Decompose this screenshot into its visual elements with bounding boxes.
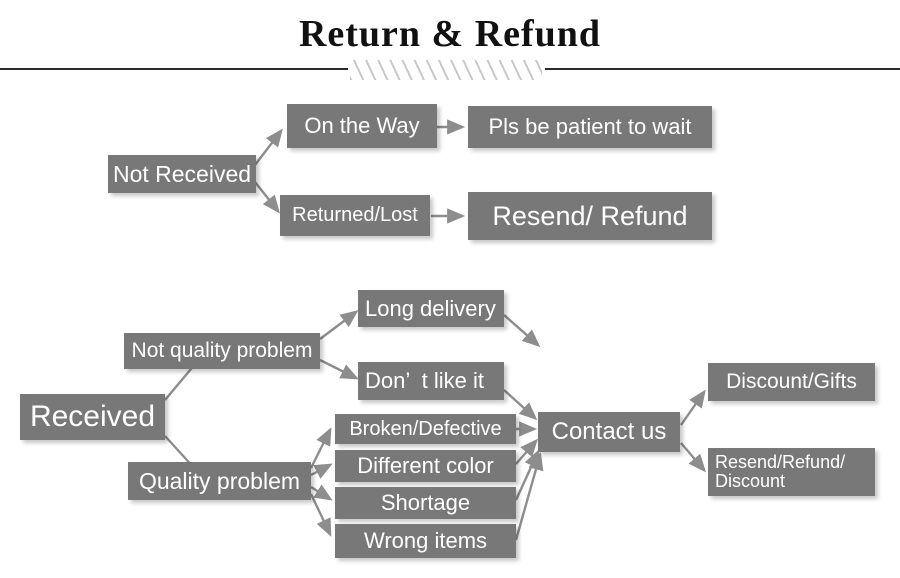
box-different-color[interactable]: Different color [335,450,516,482]
box-not-quality-problem[interactable]: Not quality problem [124,333,320,369]
box-received[interactable]: Received [20,394,165,440]
divider-line-left [0,68,348,70]
box-wrong-items[interactable]: Wrong items [335,524,516,558]
box-shortage[interactable]: Shortage [335,487,516,519]
diagonal-hatch-divider-icon [350,60,542,80]
box-dont-like-it[interactable]: Don’ t like it [358,362,504,400]
box-not-received[interactable]: Not Received [108,155,256,193]
box-returned-lost[interactable]: Returned/Lost [280,195,430,236]
divider-line-right [545,68,900,70]
box-resend-refund[interactable]: Resend/ Refund [468,192,712,240]
box-pls-be-patient-to-wait[interactable]: Pls be patient to wait [468,106,712,148]
box-long-delivery[interactable]: Long delivery [358,290,504,327]
box-on-the-way[interactable]: On the Way [287,104,437,148]
box-quality-problem[interactable]: Quality problem [128,462,311,500]
box-discount-gifts[interactable]: Discount/Gifts [708,363,875,401]
box-broken-defective[interactable]: Broken/Defective [335,414,516,444]
box-resend-refund-discount[interactable]: Resend/Refund/ Discount [708,448,875,496]
box-contact-us[interactable]: Contact us [538,412,680,452]
page-title: Return & Refund [298,13,602,55]
